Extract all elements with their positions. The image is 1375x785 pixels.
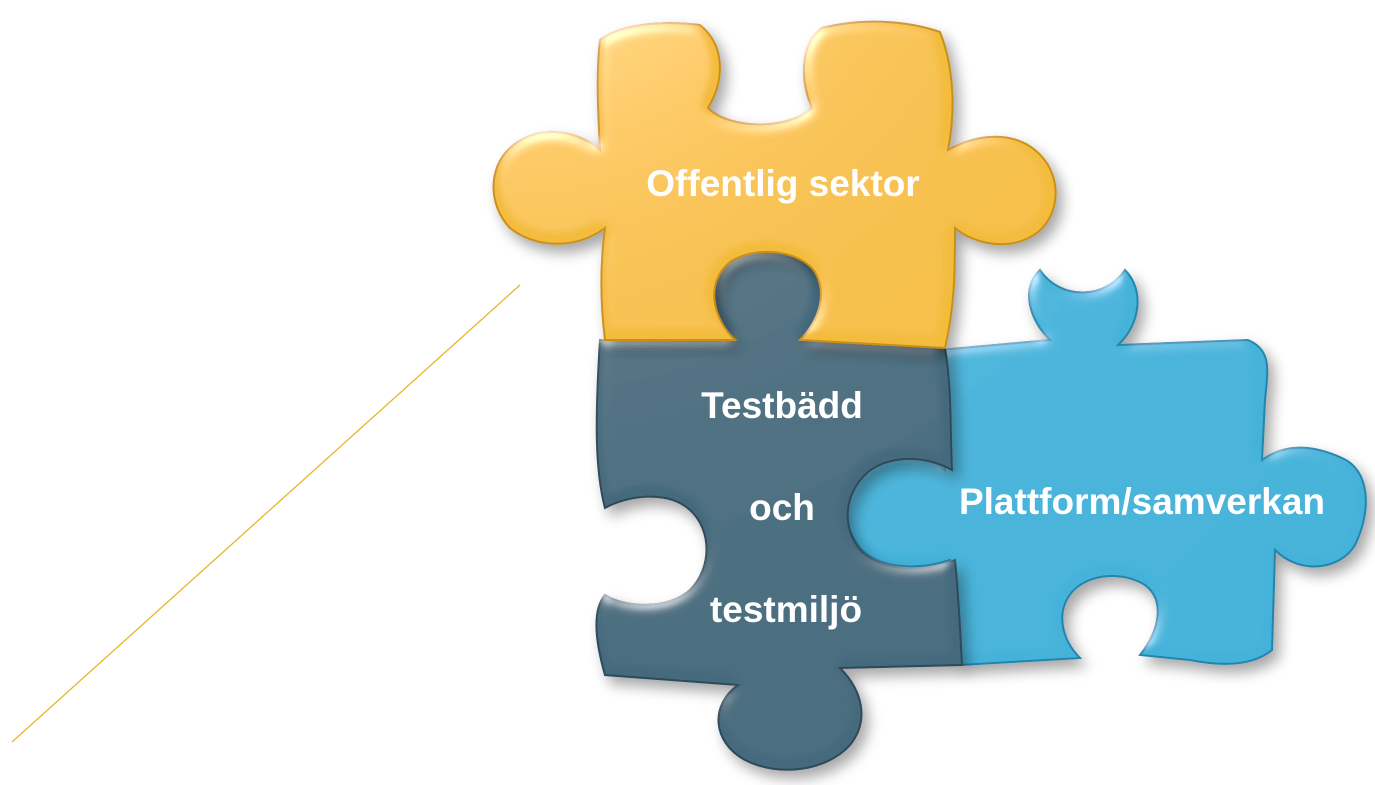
- puzzle-piece-public-sector-shape: [492, 20, 1057, 350]
- label-testbed-line-3: testmiljö: [710, 589, 862, 630]
- label-testbed-line-1: Testbädd: [701, 385, 863, 426]
- label-testbed-line-2: och: [749, 487, 815, 528]
- label-platform: Plattform/samverkan: [959, 481, 1325, 522]
- puzzle-piece-public-sector: [492, 20, 1057, 350]
- connector-line: [11, 284, 521, 743]
- label-public-sector: Offentlig sektor: [646, 163, 919, 204]
